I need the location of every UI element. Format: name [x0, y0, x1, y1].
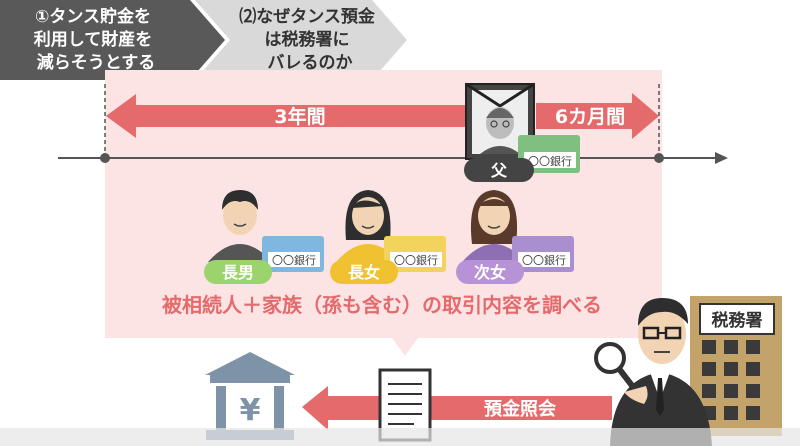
magnifier-icon: [594, 342, 648, 404]
tax-office-sign-label: 税務署: [712, 310, 763, 331]
eldest-son-card-strip: [268, 252, 320, 267]
eldest-daughter-badge-label: 長女: [348, 263, 380, 282]
second-daughter-card-label: 〇〇銀行: [522, 253, 566, 267]
father-badge: [464, 158, 534, 182]
step-2-line-2: は税務署に: [265, 29, 350, 50]
father-card-strip: [524, 152, 576, 168]
inquiry-arrow: [302, 386, 612, 430]
step-2-line-1: ⑵なぜタンス預金: [239, 6, 376, 27]
eldest-daughter-card-label: 〇〇銀行: [394, 253, 438, 267]
eldest-son-badge-label: 長男: [222, 263, 254, 282]
second-daughter-badge-label: 次女: [474, 263, 506, 282]
step-2-chevron[interactable]: ⑵なぜタンス預金 は税務署に バレるのか: [195, 0, 407, 80]
start-dot: [100, 153, 110, 163]
svg-text:①タンス貯金を 利用して財産を 減ら: ①タンス貯金を 利用して財産を 減らそうとする: [34, 6, 158, 73]
step-1-chevron[interactable]: ①タンス貯金を 利用して財産を 減らそうとする: [0, 0, 225, 80]
father-card-label: 〇〇銀行: [528, 154, 572, 168]
inquiry-label: 預金照会: [484, 398, 556, 420]
eldest-son-card-label: 〇〇銀行: [272, 253, 316, 267]
investigation-caption: 被相続人＋家族（孫も含む）の取引内容を調べる: [162, 293, 602, 317]
step-1-line-3: 減らそうとする: [37, 52, 156, 73]
second-daughter-card-strip: [518, 252, 570, 267]
step-1-line-1: ①タンス貯金を: [35, 6, 151, 27]
eldest-son-badge: [204, 260, 272, 284]
after-period-label: 6カ月間: [555, 106, 625, 128]
step-1-line-2: 利用して財産を: [34, 29, 153, 50]
second-daughter-badge: [456, 260, 524, 284]
svg-text:⑵なぜタンス預金 は税務署に バレる: ⑵なぜタンス預金 は税務署に バレるのか: [239, 6, 381, 73]
before-period-arrow: [106, 94, 470, 138]
eldest-daughter-card-strip: [390, 252, 442, 267]
second-daughter-avatar: [462, 190, 526, 262]
step-2-line-3: バレるのか: [268, 53, 353, 73]
father-portrait: [465, 82, 535, 160]
father-badge-label: 父: [490, 161, 508, 180]
before-period-label: 3年間: [274, 105, 325, 128]
footer-strip: [0, 428, 800, 446]
after-period-arrow: [536, 93, 659, 139]
eldest-daughter-badge: [330, 260, 398, 284]
timeline-axis-arrowhead: [715, 152, 728, 164]
eldest-son-avatar: [208, 190, 272, 262]
bank-yen-symbol: ¥: [240, 393, 261, 428]
end-dot: [654, 153, 664, 163]
tax-office-sign: [699, 303, 775, 335]
